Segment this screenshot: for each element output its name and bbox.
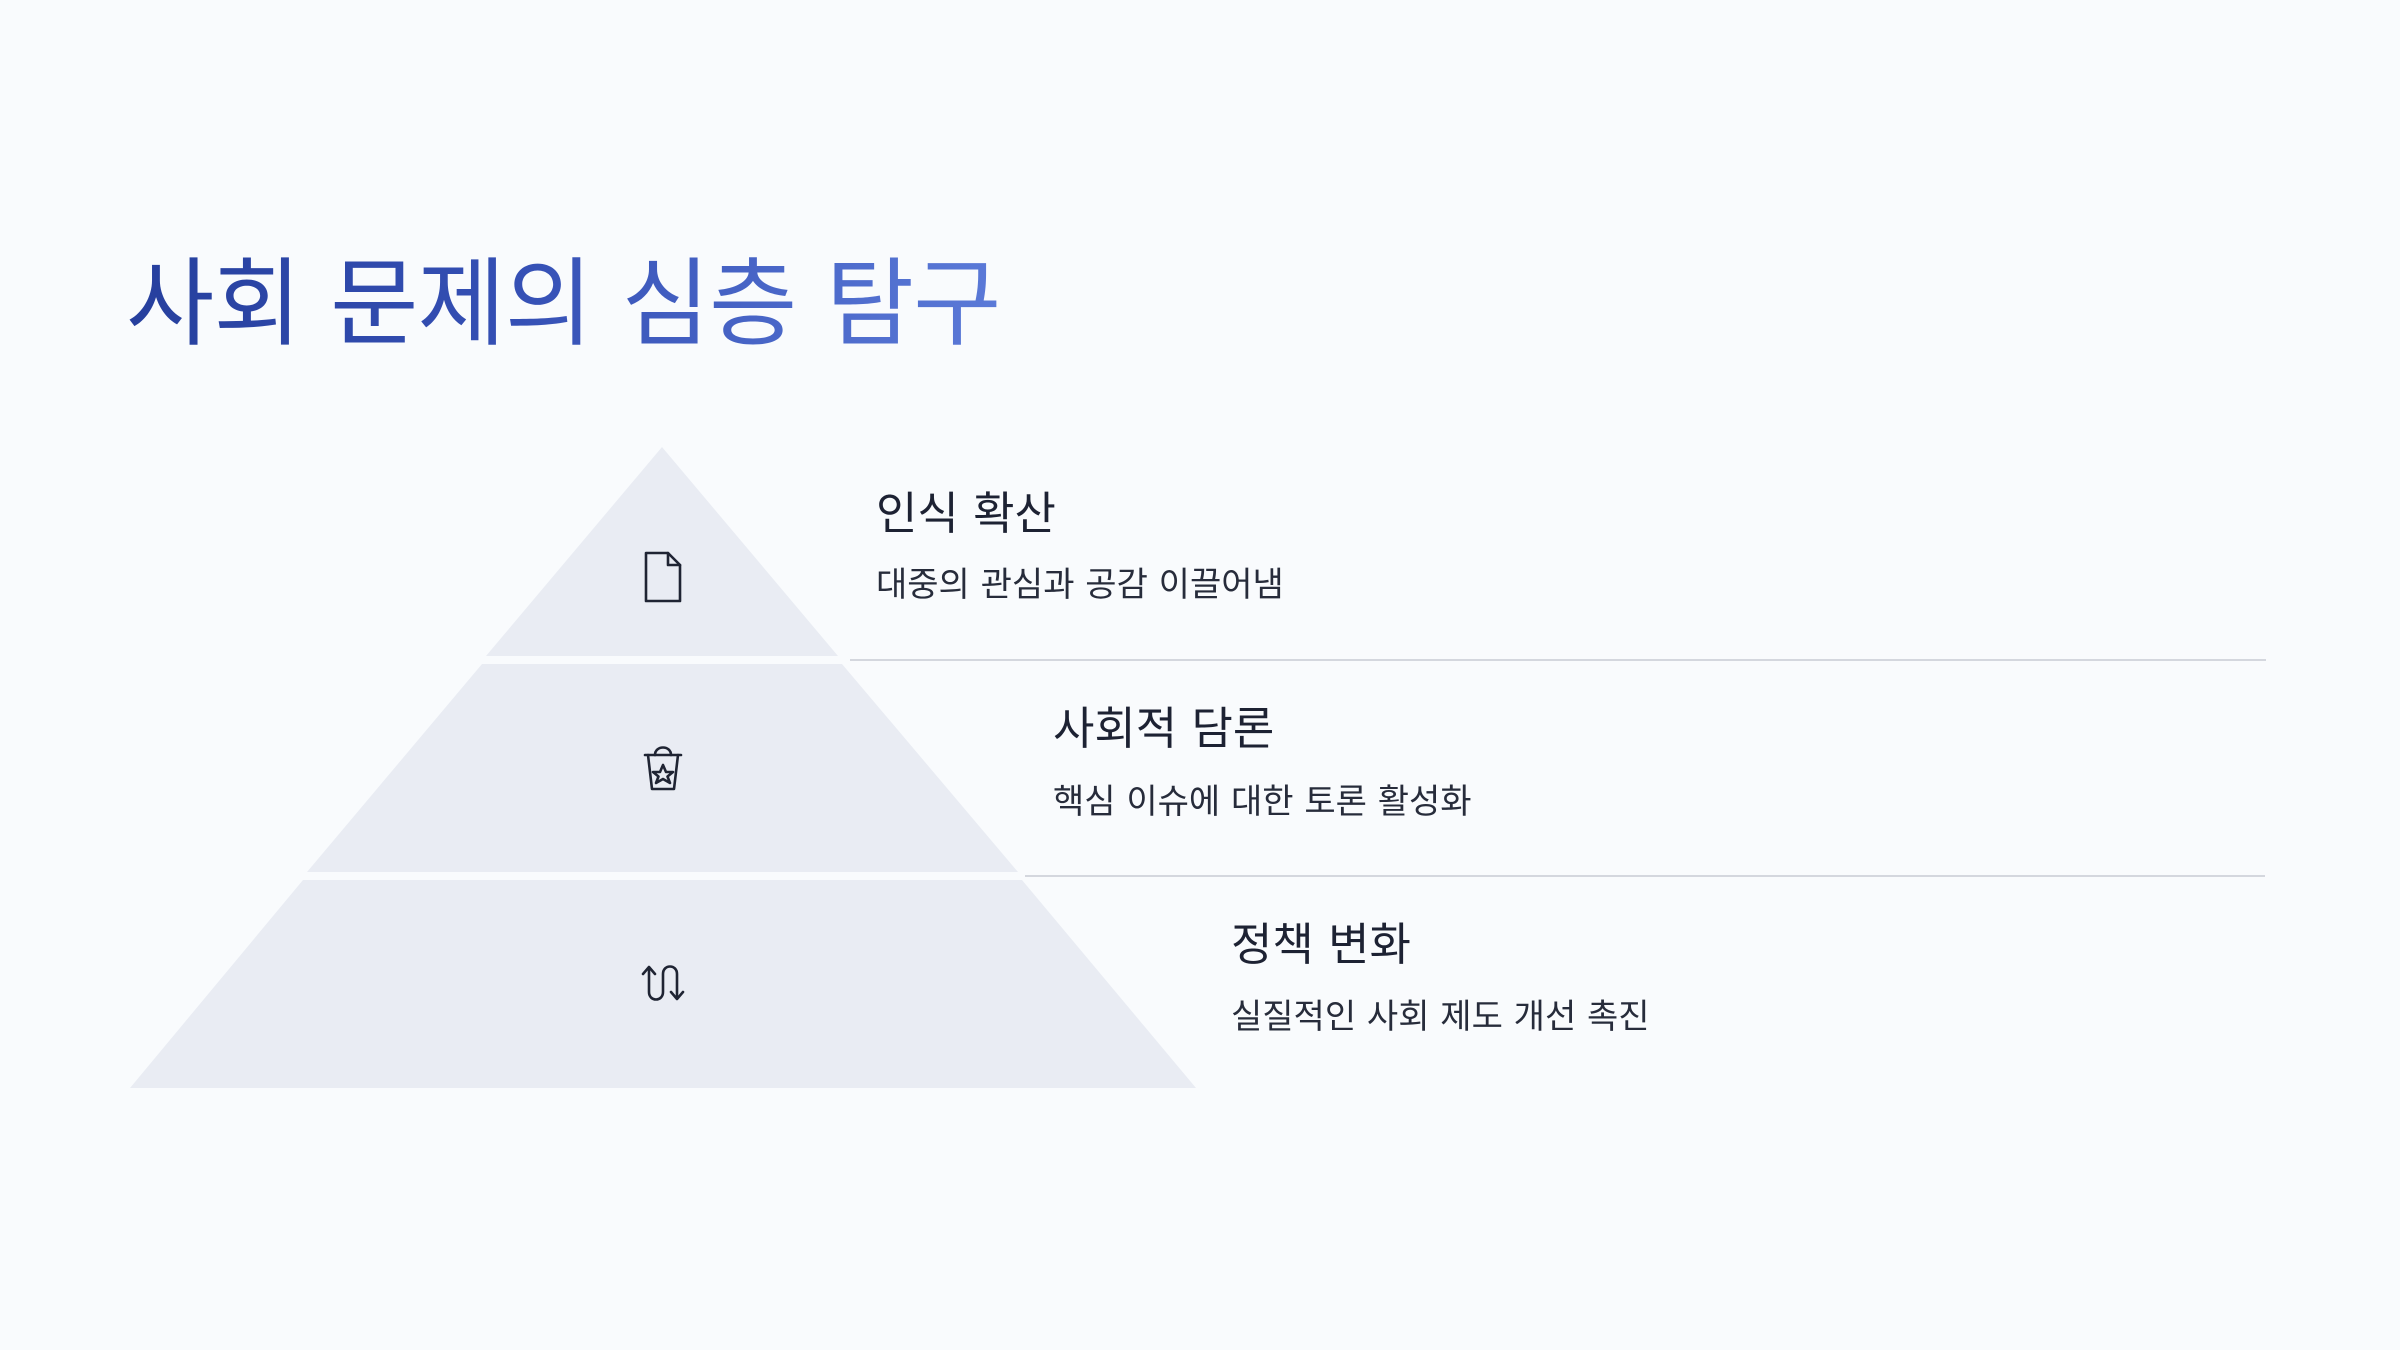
- level-3-description: 실질적인 사회 제도 개선 촉진: [1231, 997, 1650, 1037]
- document-icon: [644, 551, 682, 603]
- level-2-heading: 사회적 담론: [1053, 702, 1275, 755]
- page-title: 사회 문제의 심층 탐구: [126, 248, 1001, 360]
- level-2-description: 핵심 이슈에 대한 토론 활성화: [1053, 782, 1472, 822]
- pyramid-tier-2: [307, 664, 1018, 872]
- recycle-star-bin-icon: [643, 746, 683, 791]
- pyramid-tier-3: [130, 880, 1196, 1088]
- level-1-heading: 인식 확산: [876, 487, 1056, 540]
- level-3-heading: 정책 변화: [1231, 918, 1411, 971]
- pyramid-tier-1: [486, 447, 838, 656]
- level-1-description: 대중의 관심과 공감 이끌어냄: [876, 565, 1284, 605]
- divider-line-2: [1025, 875, 2265, 877]
- divider-line-1: [850, 659, 2266, 661]
- route-arrows-icon: [641, 965, 685, 1001]
